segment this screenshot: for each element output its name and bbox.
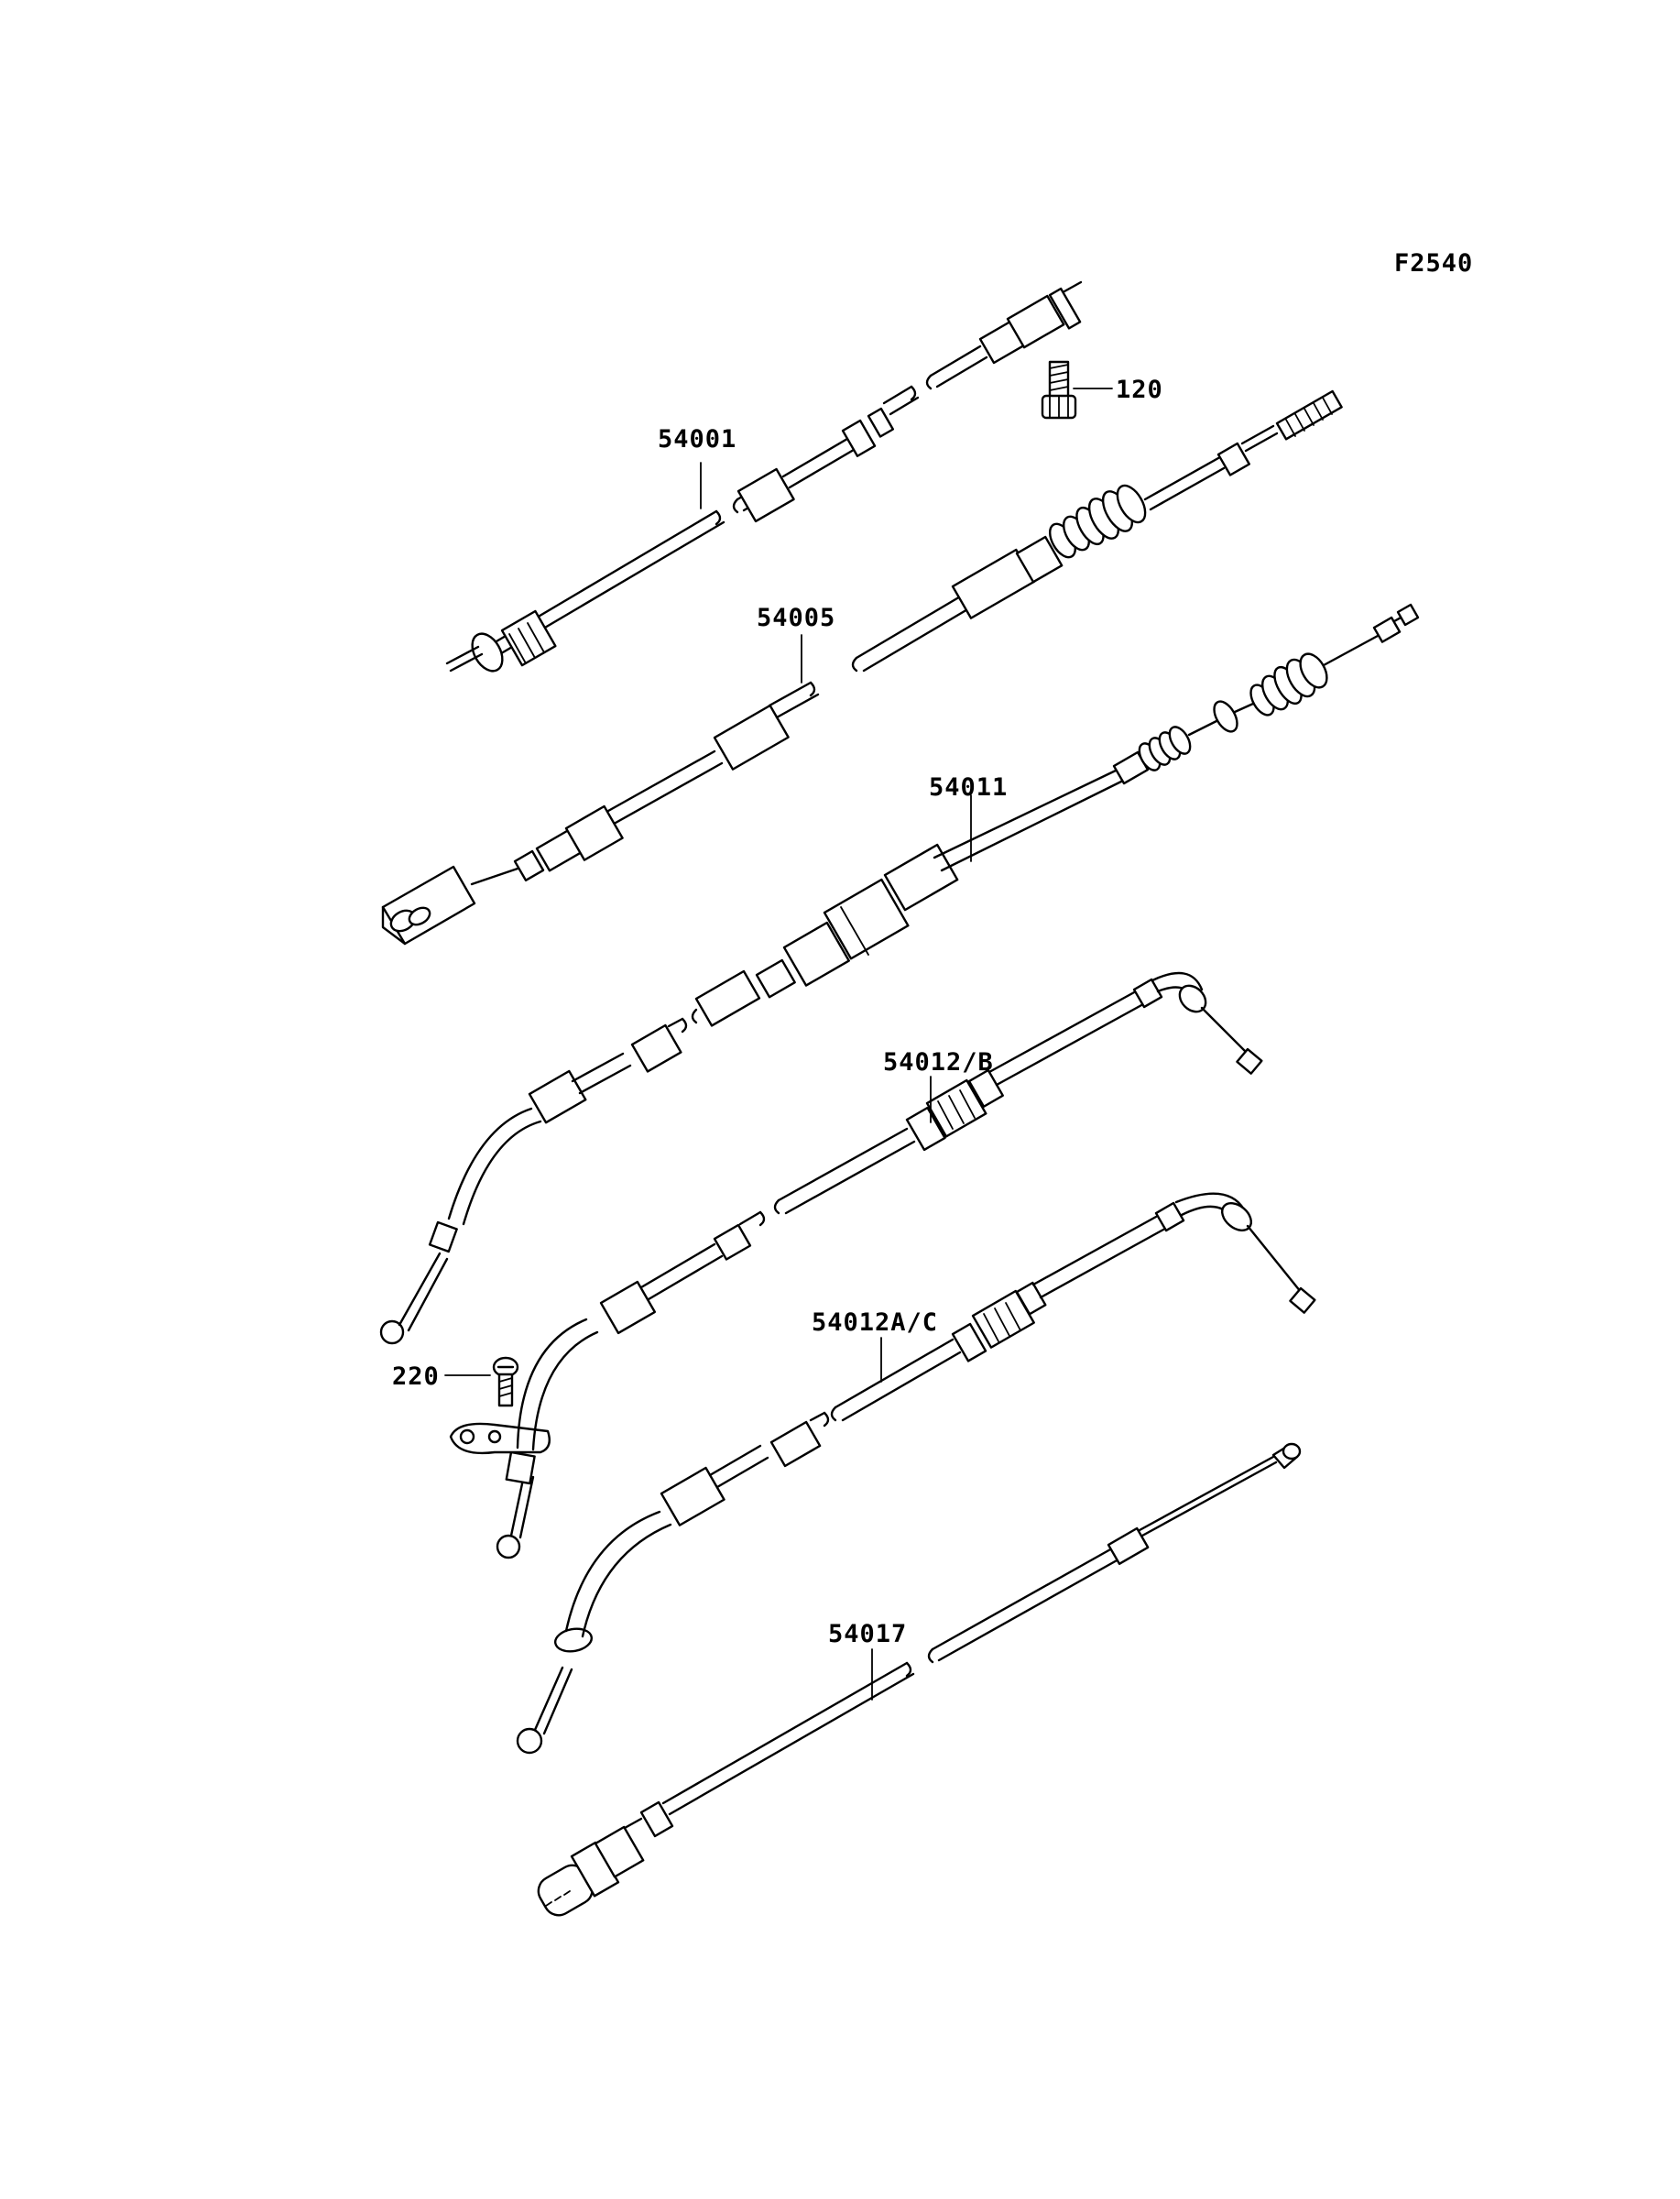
- part-54005-brake-cable[interactable]: [381, 389, 1343, 946]
- label-54017: 54017: [828, 1620, 907, 1648]
- label-54005: 54005: [757, 604, 835, 632]
- label-54011: 54011: [929, 773, 1008, 802]
- label-54012-ac: 54012A/C: [812, 1308, 938, 1337]
- part-54012-ac-throttle-cable[interactable]: [516, 1192, 1316, 1755]
- label-54001: 54001: [658, 425, 736, 454]
- part-54012-b-throttle-cable[interactable]: [449, 971, 1263, 1559]
- label-54012-b: 54012/B: [883, 1048, 994, 1077]
- part-54001-speedometer-cable[interactable]: [445, 280, 1083, 676]
- part-54011-clutch-cable[interactable]: [379, 603, 1420, 1345]
- part-120-bolt[interactable]: [1041, 360, 1077, 420]
- figure-code: F2540: [1394, 249, 1473, 278]
- label-220: 220: [392, 1362, 440, 1391]
- part-220-screw[interactable]: [492, 1356, 519, 1407]
- label-120: 120: [1116, 376, 1163, 404]
